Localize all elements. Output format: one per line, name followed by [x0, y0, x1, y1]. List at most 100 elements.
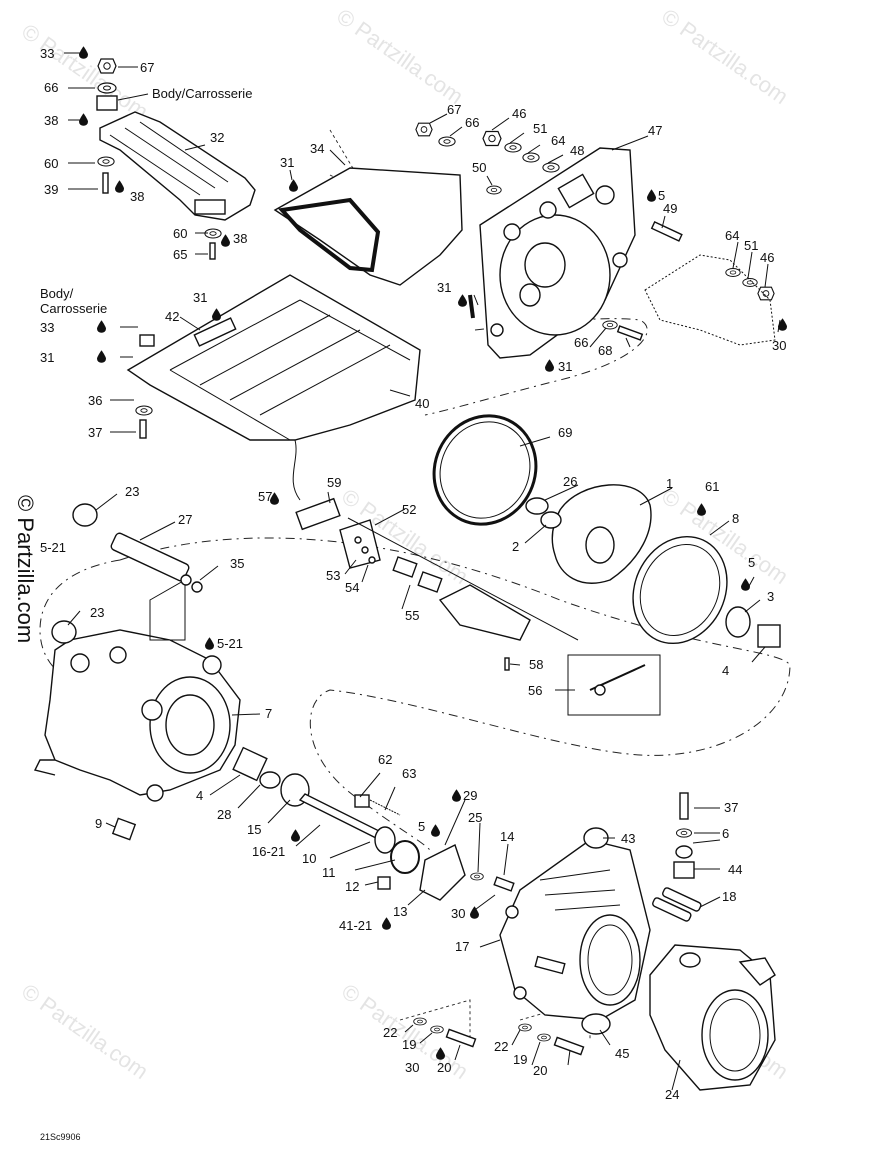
hull-section: [644, 254, 776, 346]
callout-5-21: 5-21: [40, 540, 66, 555]
watermark: © Partzilla.com: [332, 4, 468, 110]
callout-15: 15: [247, 822, 261, 837]
callout-11: 11: [322, 865, 336, 880]
nut-46: [482, 130, 502, 147]
watermark: © Partzilla.com: [657, 4, 793, 110]
callout-22b: 22: [494, 1039, 508, 1054]
drop-icon: [778, 318, 787, 331]
diagram-code: 21Sc9906: [40, 1132, 81, 1142]
callout-3: 3: [767, 589, 774, 604]
washer-66b: [438, 136, 456, 147]
callout-64: 64: [551, 133, 565, 148]
spline-4b: [232, 746, 268, 782]
bracket-part: [438, 584, 531, 641]
connector-59: [295, 497, 341, 531]
callout-4: 4: [722, 663, 729, 678]
nut-46b: [757, 286, 775, 301]
callout-38c: 38: [233, 231, 247, 246]
callout-20b: 20: [533, 1063, 547, 1078]
callout-31d: 31: [437, 280, 451, 295]
callout-19b: 19: [513, 1052, 527, 1067]
washer-6: [675, 828, 693, 838]
callout-52: 52: [402, 502, 416, 517]
seal-ring-group: [432, 414, 538, 526]
o-ring-35a: [180, 574, 192, 586]
callout-31c: 31: [40, 350, 54, 365]
callout-42: 42: [165, 309, 179, 324]
callout-40: 40: [415, 396, 429, 411]
callout-31a: 31: [280, 155, 294, 170]
callout-10: 10: [302, 851, 316, 866]
callout-33b: 33: [40, 320, 54, 335]
washer-60: [97, 156, 115, 167]
nut-67: [97, 58, 117, 74]
callout-25: 25: [468, 810, 482, 825]
washer-25: [470, 872, 484, 881]
callout-23b: 23: [90, 605, 104, 620]
callout-66: 66: [44, 80, 58, 95]
callout-35: 35: [230, 556, 244, 571]
ride-plate-40: [126, 274, 421, 441]
callout-67: 67: [140, 60, 154, 75]
cover-group: [273, 167, 463, 286]
drop-icon: [382, 917, 391, 930]
seal-ring-69: [432, 414, 538, 526]
washer-48: [542, 162, 560, 173]
callout-4b: 4: [196, 788, 203, 803]
drop-icon: [291, 829, 300, 842]
callout-9: 9: [95, 816, 102, 831]
stud-49: [650, 221, 683, 242]
callout-53: 53: [326, 568, 340, 583]
watermark: © Partzilla.com: [17, 979, 153, 1085]
callout-5: 5: [658, 188, 665, 203]
part-6b: [675, 845, 693, 859]
nut-67b: [415, 122, 433, 137]
drop-icon: [458, 294, 467, 307]
callout-20: 20: [437, 1060, 451, 1075]
watermark: © Partzilla.com: [17, 19, 153, 125]
callout-1: 1: [666, 476, 673, 491]
callout-46: 46: [512, 106, 526, 121]
callout-43: 43: [621, 831, 635, 846]
callout-34: 34: [310, 141, 324, 156]
drop-icon: [545, 359, 554, 372]
ride-plate-group: [126, 274, 421, 501]
callout-30c: 30: [405, 1060, 419, 1075]
callout-57: 57: [258, 489, 272, 504]
callout-59: 59: [327, 475, 341, 490]
callout-46b: 46: [760, 250, 774, 265]
drop-icon: [221, 234, 230, 247]
washer-36: [135, 405, 153, 416]
callout-6: 6: [722, 826, 729, 841]
callout-17: 17: [455, 939, 469, 954]
callout-37b: 37: [724, 800, 738, 815]
callout-22: 22: [383, 1025, 397, 1040]
washer-66: [97, 82, 117, 94]
venturi-group: [499, 792, 776, 1091]
callout-50: 50: [472, 160, 486, 175]
intake-housing-group: [468, 147, 636, 359]
callout-37: 37: [88, 425, 102, 440]
o-ring-35b: [191, 581, 203, 593]
side-watermark: © Partzilla.com: [13, 495, 38, 643]
bearing-26: [525, 497, 549, 515]
washer-50: [486, 185, 502, 195]
callout-66c: 66: [574, 335, 588, 350]
screw-68: [616, 325, 644, 341]
cover-34: [273, 167, 463, 286]
bearing-3: [725, 606, 751, 638]
callout-30: 30: [772, 338, 786, 353]
callout-67b: 67: [447, 102, 461, 117]
body-label: Body/Carrosserie: [152, 86, 252, 101]
drop-icon: [79, 113, 88, 126]
callout-54: 54: [345, 580, 359, 595]
rubber-pad-38: [96, 95, 118, 111]
callout-23: 23: [125, 484, 139, 499]
callout-14: 14: [500, 829, 514, 844]
callout-8: 8: [732, 511, 739, 526]
callout-36: 36: [88, 393, 102, 408]
drop-icon: [97, 350, 106, 363]
callout-65: 65: [173, 247, 187, 262]
callout-51b: 51: [744, 238, 758, 253]
body-label-line2: Carrosserie: [40, 301, 107, 316]
